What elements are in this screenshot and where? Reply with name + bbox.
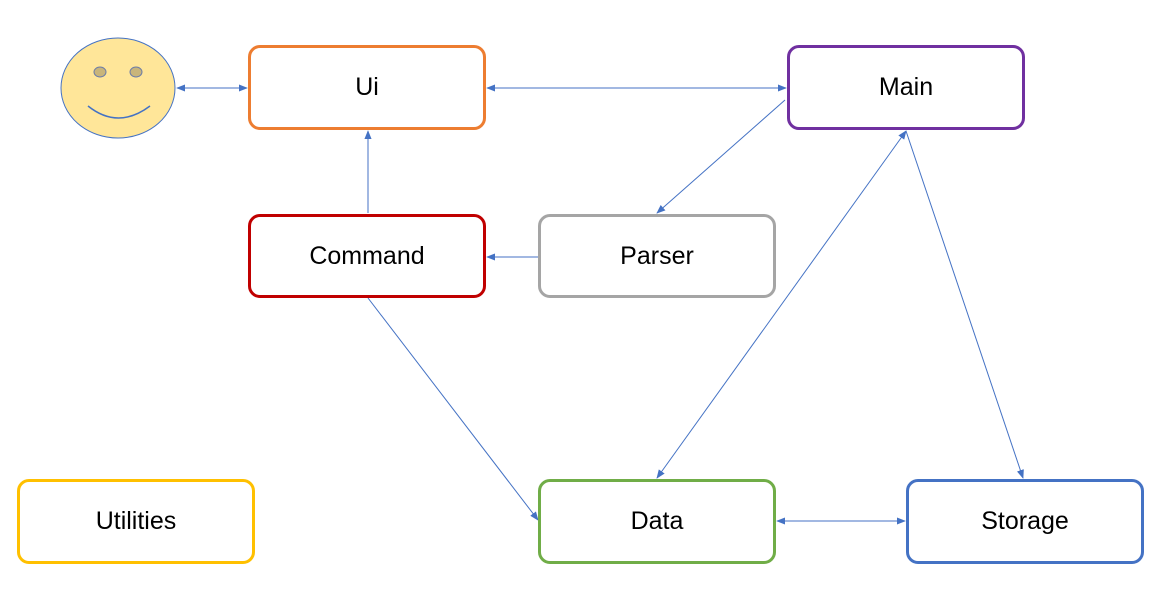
connector-main-parser: [656, 99, 786, 214]
command-label: Command: [309, 241, 425, 270]
storage-label: Storage: [981, 507, 1069, 535]
parser-box: Parser: [538, 214, 776, 298]
main-label: Main: [878, 73, 934, 101]
ui-label: Ui: [355, 73, 379, 101]
storage-box: Storage: [906, 479, 1144, 564]
ui-box: Ui: [248, 45, 486, 130]
connector-command-data: [367, 297, 539, 521]
right-eye: [129, 66, 143, 78]
smile-mouth: [87, 105, 151, 119]
utilities-box: Utilities: [17, 479, 255, 564]
left-eye: [93, 66, 107, 78]
connector-main-storage: [905, 130, 1024, 479]
data-box: Data: [538, 479, 776, 564]
face-circle: [60, 37, 176, 139]
smiley-face-icon: [60, 37, 176, 139]
main-box: Main: [787, 45, 1025, 130]
utilities-label: Utilities: [95, 507, 177, 535]
command-box: Command: [248, 214, 486, 298]
data-label: Data: [630, 507, 684, 535]
parser-label: Parser: [620, 241, 694, 270]
connector-main-data: [656, 130, 907, 479]
